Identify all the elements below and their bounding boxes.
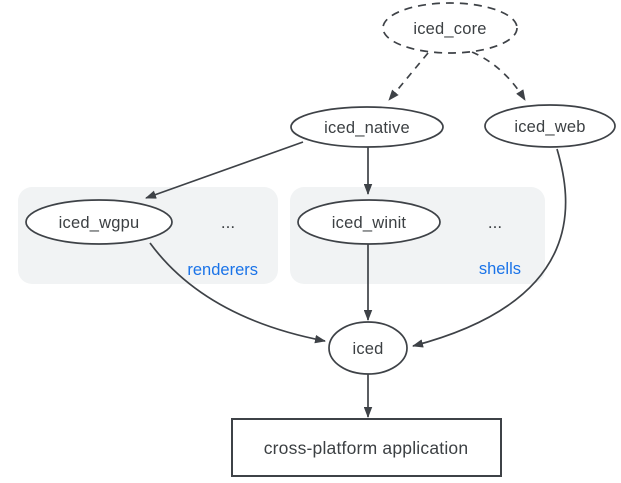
node-iced-native-ellipse	[290, 106, 444, 148]
node-iced-core-ellipse	[382, 2, 518, 54]
node-application-box	[231, 418, 502, 477]
node-iced-label: iced	[352, 340, 383, 358]
renderers-ellipsis: ...	[221, 213, 235, 232]
node-iced-core-label: iced_core	[413, 20, 486, 38]
edge-iced-web-to-iced	[412, 148, 567, 348]
node-iced-wgpu-label: iced_wgpu	[59, 214, 140, 232]
edge-iced-core-to-iced-web	[471, 51, 526, 101]
node-iced-web-label: iced_web	[514, 118, 585, 136]
node-iced-wgpu-ellipse	[25, 199, 173, 245]
node-iced-winit-ellipse	[297, 199, 441, 245]
shells-ellipsis: ...	[488, 213, 502, 232]
renderers-group-label: renderers	[187, 261, 258, 279]
edge-iced-native-to-iced-wgpu	[145, 141, 304, 199]
node-iced-native-label: iced_native	[324, 119, 410, 137]
node-application-label: cross-platform application	[264, 438, 469, 458]
node-iced-winit-label: iced_winit	[332, 214, 407, 232]
edge-iced-core-to-iced-native	[388, 52, 429, 101]
shells-group-label: shells	[479, 260, 521, 278]
node-iced-web-ellipse	[484, 104, 616, 148]
node-iced-ellipse	[328, 321, 408, 375]
edge-iced-wgpu-to-iced	[149, 242, 326, 344]
